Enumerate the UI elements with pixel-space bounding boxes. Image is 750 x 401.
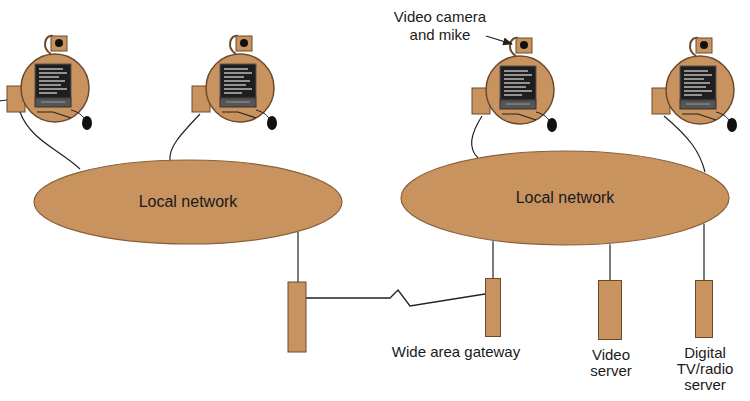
text-holder: Local network [33,159,343,245]
wide-area-link [306,290,485,306]
workstation [472,38,557,132]
server-box: Digital TV/radio server [695,280,713,338]
server-box: Video server [598,280,622,340]
wire [0,100,7,101]
server-label: Wide area gateway [381,344,531,360]
wire [472,116,482,158]
network-ellipse: Local network [400,150,730,246]
server-label: Video server [576,347,646,379]
workstation [652,38,737,132]
workstation [7,36,92,130]
network-ellipse: Local network [33,159,343,245]
network-wire [610,244,611,280]
text-holder: Local network [400,150,730,246]
wire [170,114,200,161]
server-label: Digital TV/radio server [669,345,741,393]
workstation [192,36,277,130]
server-box: Wide area gateway [485,278,501,337]
network-label: Local network [516,189,615,207]
network-wire [493,241,494,278]
wire [297,232,298,282]
callout-label: Video camera and mike [380,8,500,44]
wire [20,112,80,169]
network-label: Local network [139,193,238,211]
network-wire [704,224,705,280]
gateway-box [288,282,306,352]
leader-arrow [486,36,512,44]
